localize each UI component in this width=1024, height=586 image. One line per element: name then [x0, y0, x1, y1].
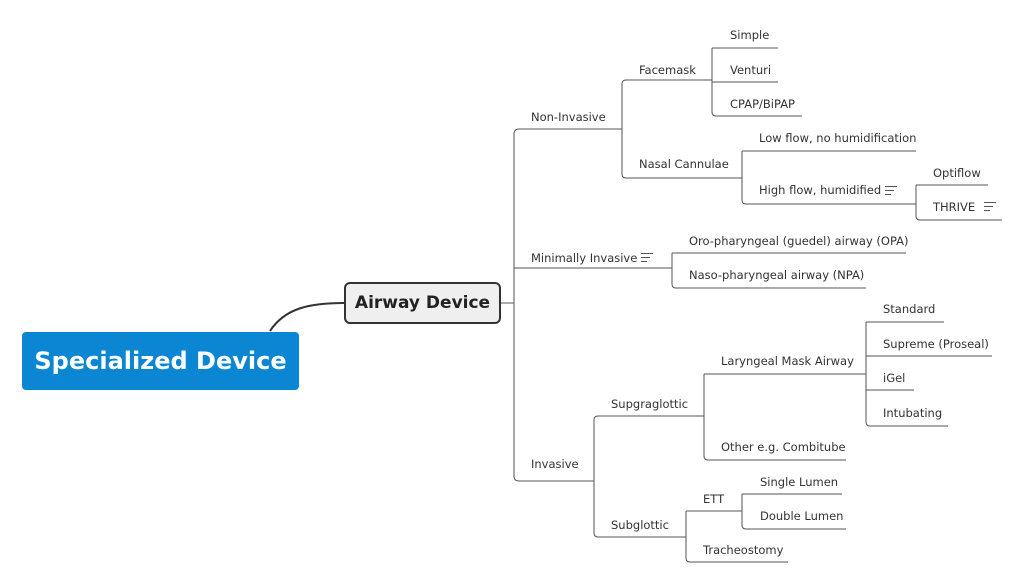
node-facemask[interactable]: Facemask — [639, 63, 696, 77]
node-high-flow[interactable]: High flow, humidified — [759, 183, 882, 197]
node-nasal-cannulae[interactable]: Nasal Cannulae — [639, 157, 729, 171]
node-double-lumen[interactable]: Double Lumen — [760, 509, 844, 523]
node-thrive[interactable]: THRIVE — [933, 200, 976, 214]
note-icon[interactable] — [885, 186, 897, 195]
node-subglottic[interactable]: Subglottic — [611, 518, 669, 532]
node-venturi[interactable]: Venturi — [730, 63, 772, 77]
node-cpap[interactable]: CPAP/BiPAP — [730, 97, 795, 111]
node-other[interactable]: Other e.g. Combitube — [721, 440, 846, 454]
node-low-flow[interactable]: Low flow, no humidification — [759, 131, 917, 145]
node-standard[interactable]: Standard — [883, 302, 936, 316]
note-icon[interactable] — [984, 202, 996, 211]
node-minimally-invasive[interactable]: Minimally Invasive — [531, 251, 638, 265]
node-npa[interactable]: Naso-pharyngeal airway (NPA) — [689, 268, 865, 282]
node-ett[interactable]: ETT — [703, 492, 725, 506]
node-supraglottic[interactable]: Supgraglottic — [611, 397, 689, 411]
node-supreme[interactable]: Supreme (Proseal) — [883, 337, 989, 351]
node-simple[interactable]: Simple — [730, 28, 770, 42]
node-opa[interactable]: Oro-pharyngeal (guedel) airway (OPA) — [689, 234, 909, 248]
node-non-invasive[interactable]: Non-Invasive — [531, 110, 606, 124]
node-optiflow[interactable]: Optiflow — [933, 166, 981, 180]
root-topic[interactable]: Specialized Device — [22, 332, 299, 390]
node-intubating[interactable]: Intubating — [883, 406, 943, 420]
node-igel[interactable]: iGel — [883, 371, 906, 385]
main-topic[interactable]: Airway Device — [344, 282, 501, 324]
node-lma[interactable]: Laryngeal Mask Airway — [721, 354, 854, 368]
node-tracheostomy[interactable]: Tracheostomy — [703, 543, 784, 557]
node-invasive[interactable]: Invasive — [531, 457, 579, 471]
node-single-lumen[interactable]: Single Lumen — [760, 475, 839, 489]
note-icon[interactable] — [641, 253, 653, 262]
